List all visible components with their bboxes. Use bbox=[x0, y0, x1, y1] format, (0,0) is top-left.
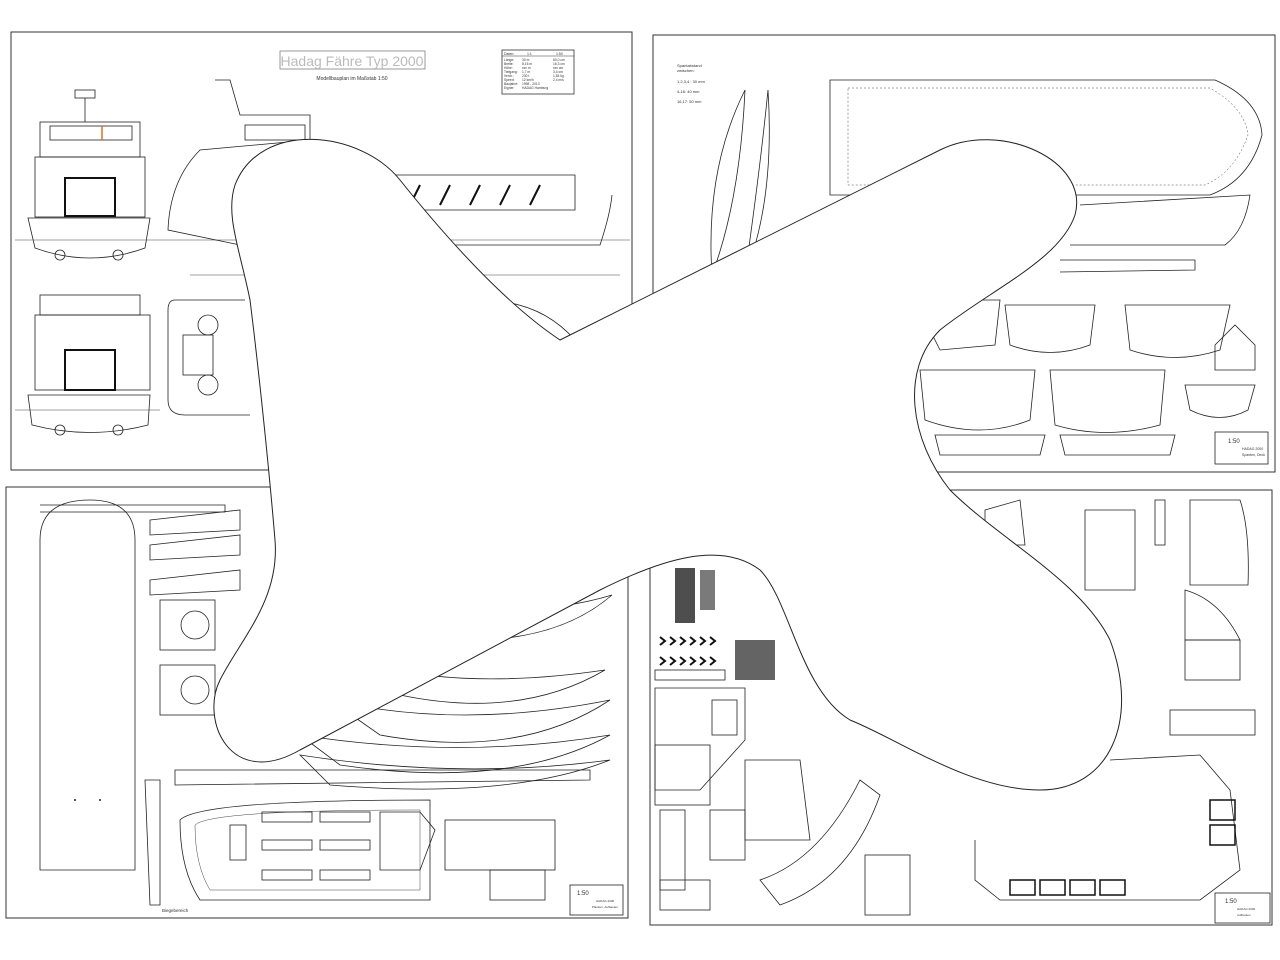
drawing-text: 1:50 bbox=[556, 52, 563, 56]
drawing-text: Spantabstand bbox=[677, 63, 702, 68]
drawing-text: Eigner: bbox=[504, 86, 515, 90]
drawing-text: Baujahre: bbox=[504, 82, 518, 86]
drawing-text: 1:50 bbox=[1225, 899, 1237, 905]
spec-table: Daten: 1:1 1:50 Länge: 30 m 60,0 cm Breite… bbox=[501, 49, 575, 95]
drawing-text: 1,7 m bbox=[522, 70, 530, 74]
drawing-text: xxx cm bbox=[553, 66, 564, 70]
title-block-planks: 1:50 HADAG 2000 Planken, Aufbauten bbox=[569, 884, 624, 916]
drawing-text: 1:50 bbox=[577, 891, 589, 897]
drawing-text: Verdr.: bbox=[504, 74, 514, 78]
drawing-text: 1998 - 2013 bbox=[522, 82, 540, 86]
drawing-text: 4-16: 40 mm bbox=[677, 89, 700, 94]
bending-area-label: Biegebereich bbox=[162, 908, 189, 913]
frame-parts bbox=[919, 299, 1256, 456]
drawing-text: 2,4 m/s bbox=[553, 78, 564, 82]
drawing-text: Höhe: bbox=[504, 66, 513, 70]
drawing-text: 8,15 m bbox=[522, 62, 532, 66]
drawing-text: Daten: bbox=[504, 52, 514, 56]
drawing-text: zwischen: bbox=[677, 68, 695, 73]
title-block-frames: 1:50 HADAG 2000 Spanten, Deck bbox=[1214, 431, 1269, 465]
drawing-text: 230 t bbox=[522, 74, 529, 78]
drawing-text: 16,17: 50 mm bbox=[677, 99, 702, 104]
drawing-text: Tiefgang: bbox=[504, 70, 518, 74]
drawing-text: 30 m bbox=[522, 58, 530, 62]
frame-spacing-notes: Spantabstand zwischen: 1,2,3,4 : 30 mm 4… bbox=[677, 63, 705, 104]
drawing-text: Länge: bbox=[504, 58, 514, 62]
drawing-text: HADAG 2000 bbox=[596, 899, 615, 903]
drawing-text: 1,2,3,4 : 30 mm bbox=[677, 79, 705, 84]
plan-subtitle: Modellbauplan im Maßstab 1:50 bbox=[316, 76, 387, 82]
drawing-text: HADAG 2000 bbox=[1237, 907, 1256, 911]
white-blob-overlay bbox=[213, 138, 1123, 791]
drawing-text: Aufbauten bbox=[1237, 913, 1251, 917]
drawing-text: 12 km/h bbox=[522, 78, 534, 82]
drawing-text: 1:50 bbox=[1228, 439, 1240, 445]
drawing-text: 1:1 bbox=[527, 52, 532, 56]
rear-view-drawing bbox=[15, 294, 160, 436]
drawing-text: 60,0 cm bbox=[553, 58, 565, 62]
drawing-text: Planken, Aufbauten bbox=[592, 905, 618, 909]
title-block-superstructure: 1:50 HADAG 2000 Aufbauten bbox=[1214, 892, 1271, 924]
drawing-text: Spanten, Deck bbox=[1242, 453, 1265, 457]
drawing-text: HADAG Hamburg bbox=[522, 86, 548, 90]
drawing-text: Breite: bbox=[504, 62, 514, 66]
drawing-text: xxx m bbox=[522, 66, 531, 70]
drawing-text: 1,84 kg bbox=[553, 74, 564, 78]
drawing-text: 3,4 cm bbox=[553, 70, 563, 74]
drawing-text: Speed: bbox=[504, 78, 515, 82]
drawing-text: 16,3 cm bbox=[553, 62, 565, 66]
plan-title: Hadag Fähre Typ 2000 bbox=[281, 53, 424, 69]
drawing-text: HADAG 2000 bbox=[1242, 447, 1263, 451]
